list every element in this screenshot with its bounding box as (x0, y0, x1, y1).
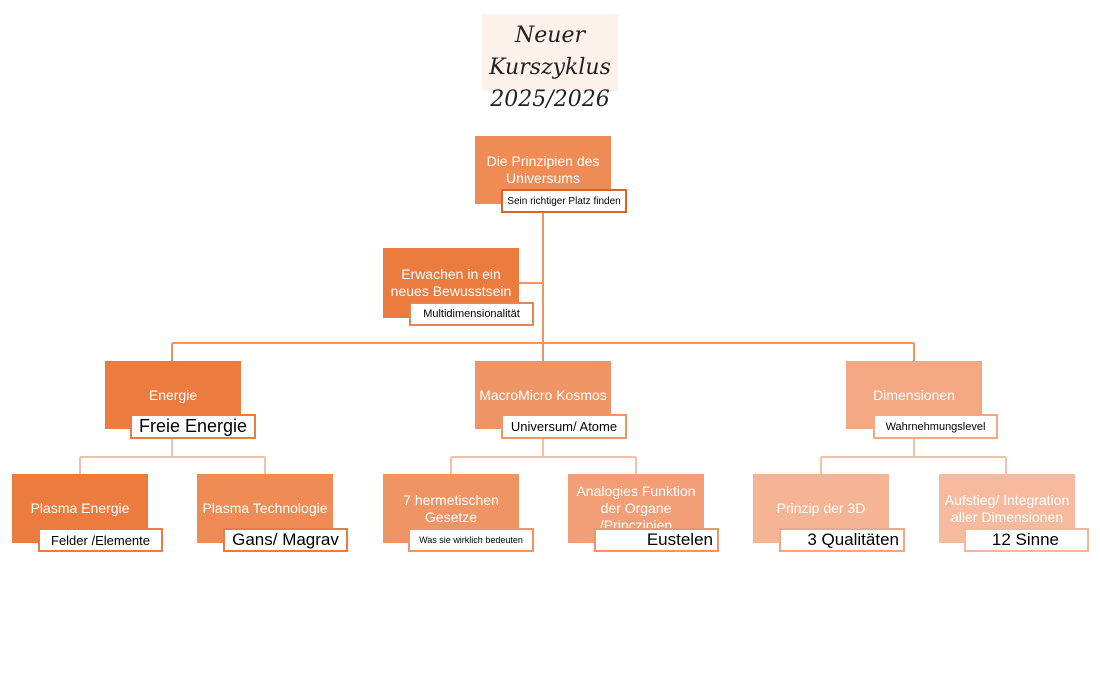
node-dim-sub: Wahrnehmungslevel (873, 414, 998, 439)
node-energie-sub: Freie Energie (130, 414, 256, 439)
node-energie-label: Energie (148, 386, 198, 403)
node-macro-label: MacroMicro Kosmos (479, 386, 607, 403)
title-line-2: 2025/2026 (490, 87, 610, 112)
node-awaken-label: Erwachen in ein neues Bewusstsein (390, 266, 512, 299)
node-root-sub: Sein richtiger Platz finden (501, 189, 627, 213)
node-p3d-sub: 3 Qualitäten (779, 528, 905, 552)
node-plasma-t-sub: Gans/ Magrav (223, 528, 348, 552)
node-herm-label: 7 hermetischen Gesetze (403, 491, 499, 525)
node-plasma-e-label: Plasma Energie (30, 500, 130, 516)
node-analog-label: Analogies Funktion der Organe /Princzipi… (576, 483, 696, 533)
chart-title: Neuer Kurszyklus 2025/2026 (482, 14, 618, 112)
node-dim-label: Dimensionen (873, 386, 955, 403)
node-p3d-label: Prinzip der 3D (776, 500, 866, 516)
node-aufstieg-label: Aufstieg/ Integration aller Dimensionen (944, 491, 1070, 525)
node-aufstieg-sub: 12 Sinne (964, 528, 1089, 552)
node-plasma-t-label: Plasma Technologie (202, 500, 328, 516)
node-herm-sub: Was sie wirklich bedeuten (408, 528, 534, 552)
node-awaken-sub: Multidimensionalität (409, 302, 534, 326)
node-macro-sub: Universum/ Atome (501, 414, 627, 439)
node-root-label: Die Prinzipien des Universums (486, 153, 600, 186)
node-plasma-e-sub: Felder /Elemente (38, 528, 163, 552)
title-line-1: Neuer Kurszyklus (489, 23, 611, 80)
node-analog-sub: Eustelen (594, 528, 719, 552)
